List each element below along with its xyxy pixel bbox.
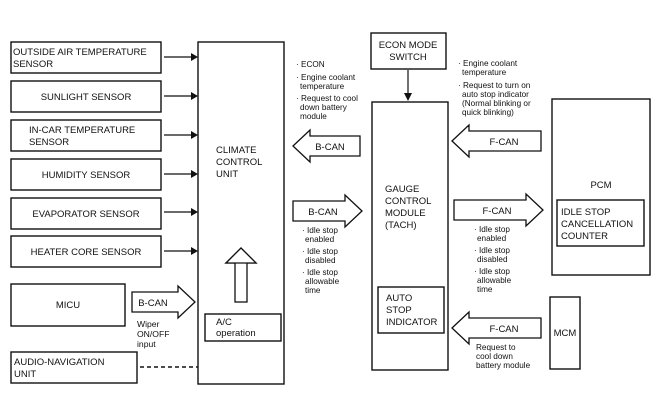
idle-right-line7: time	[477, 285, 493, 294]
idle-left-line4: disabled	[305, 256, 336, 265]
pcm-note-line6: quick blinking)	[462, 108, 514, 117]
mcm-label: MCM	[554, 328, 577, 339]
bcan-to-gauge-label: B-CAN	[308, 207, 338, 218]
auto-stop-line3: INDICATOR	[386, 317, 438, 328]
econ-note-line3: temperature	[300, 82, 345, 91]
gauge-line1: GAUGE	[385, 184, 419, 195]
fcan-to-pcm-label: F-CAN	[482, 206, 511, 217]
idle-left-line1: · Idle stop	[302, 226, 338, 235]
sensor-evaporator: EVAPORATOR SENSOR	[10, 197, 162, 230]
fcan-to-pcm-arrow-icon: F-CAN	[453, 192, 544, 228]
audio-nav-line2: UNIT	[14, 369, 36, 380]
bcan-to-climate-arrow-icon: B-CAN	[292, 128, 361, 164]
micu-note-line3: input	[137, 339, 156, 349]
econ-switch-line2: SWITCH	[389, 52, 427, 63]
idle-right-line1: · Idle stop	[474, 225, 510, 234]
pcm-note-line4: auto stop indicator	[462, 90, 529, 99]
ac-line1: A/C	[216, 317, 232, 328]
econ-down-arrow-icon	[404, 70, 412, 101]
idle-right-line6: allowable	[477, 276, 512, 285]
pcm-note-line1: · Engine coolant	[458, 59, 518, 68]
sensor-evaporator-label: EVAPORATOR SENSOR	[32, 209, 139, 220]
econ-note-line4: · Request to cool	[296, 94, 358, 103]
pcm-note-line2: temperature	[462, 68, 507, 77]
sensor-arrow-5-icon	[164, 208, 198, 216]
climate-unit-line3: UNIT	[216, 169, 238, 180]
climate-unit-line2: CONTROL	[216, 157, 262, 168]
pcm-counter-line2: CANCELLATION	[561, 219, 633, 230]
micu-bus-arrow-icon: B-CAN	[131, 284, 196, 320]
sensor-arrow-2-icon	[164, 92, 198, 100]
micu-note-line2: ON/OFF	[137, 329, 169, 339]
idle-right-line4: disabled	[477, 255, 508, 264]
idle-left-line5: · Idle stop	[302, 268, 338, 277]
fcan-to-gauge-arrow-icon: F-CAN	[451, 123, 542, 159]
sensor-humidity: HUMIDITY SENSOR	[10, 158, 162, 191]
idle-left-line3: · Idle stop	[302, 247, 338, 256]
sensor-humidity-label: HUMIDITY SENSOR	[42, 170, 131, 181]
pcm-counter-line1: IDLE STOP	[561, 207, 610, 218]
sensor-arrow-6-icon	[164, 247, 198, 255]
sensor-outside-air: OUTSIDE AIR TEMPERATURE SENSOR	[10, 41, 162, 74]
climate-unit-line1: CLIMATE	[216, 145, 256, 156]
idle-left-line2: enabled	[305, 235, 335, 244]
idle-right-line5: · Idle stop	[474, 267, 510, 276]
fcan-mcm-label: F-CAN	[489, 324, 518, 335]
bcan-to-climate-label: B-CAN	[315, 142, 345, 153]
audio-nav-box: AUDIO-NAVIGATION UNIT	[10, 351, 138, 384]
mcm-box: MCM	[549, 296, 581, 370]
auto-stop-indicator-box: AUTO STOP INDICATOR	[377, 286, 445, 334]
idle-right-line3: · Idle stop	[474, 246, 510, 255]
micu-box: MICU	[10, 283, 126, 327]
gauge-line3: MODULE	[385, 208, 426, 219]
sensor-arrow-4-icon	[164, 170, 198, 178]
pcm-note-line3: · Request to turn on	[458, 81, 531, 90]
micu-note-line1: Wiper	[137, 319, 160, 329]
mcm-note-line3: battery module	[476, 361, 531, 370]
ac-line2: operation	[216, 328, 256, 339]
sensor-in-car: IN-CAR TEMPERATURE SENSOR	[10, 119, 162, 152]
gauge-line4: (TACH)	[385, 220, 416, 231]
sensor-arrow-1-icon	[164, 53, 198, 61]
pcm-counter-line3: COUNTER	[561, 231, 608, 242]
auto-stop-line1: AUTO	[386, 293, 412, 304]
idle-left-line7: time	[305, 286, 321, 295]
sensor-heater-core: HEATER CORE SENSOR	[10, 235, 162, 268]
idle-right-line2: enabled	[477, 234, 507, 243]
pcm-note-line5: (Normal blinking or	[462, 99, 531, 108]
econ-note-line2: · Engine coolant	[296, 73, 356, 82]
pcm-box: PCM	[551, 98, 651, 276]
micu-bus-label: B-CAN	[138, 298, 168, 309]
climate-up-arrow-icon	[224, 247, 258, 303]
econ-switch-line1: ECON MODE	[379, 40, 438, 51]
econ-note-line5: down battery	[300, 103, 348, 112]
sensor-heater-core-label: HEATER CORE SENSOR	[31, 247, 142, 258]
sensor-in-car-line2: SENSOR	[29, 137, 69, 148]
sensor-sunlight: SUNLIGHT SENSOR	[10, 80, 162, 113]
ac-operation-box: A/C operation	[204, 313, 282, 342]
mcm-note-line1: Request to	[476, 343, 516, 352]
econ-note-line1: · ECON	[296, 60, 325, 69]
econ-note-line6: module	[300, 112, 327, 121]
idle-stop-counter-box: IDLE STOP CANCELLATION COUNTER	[556, 199, 645, 247]
sensor-outside-air-line2: SENSOR	[13, 59, 53, 70]
mcm-note-line2: cool down	[476, 352, 513, 361]
gauge-line2: CONTROL	[385, 196, 431, 207]
micu-label: MICU	[56, 300, 80, 311]
fcan-to-gauge-label: F-CAN	[489, 137, 518, 148]
bcan-to-gauge-arrow-icon: B-CAN	[292, 193, 363, 229]
pcm-label: PCM	[590, 180, 611, 191]
sensor-sunlight-label: SUNLIGHT SENSOR	[41, 92, 132, 103]
auto-stop-line2: STOP	[386, 305, 412, 316]
sensor-in-car-line1: IN-CAR TEMPERATURE	[29, 125, 135, 136]
sensor-arrow-3-icon	[164, 131, 198, 139]
idle-left-line6: allowable	[305, 277, 340, 286]
econ-mode-switch: ECON MODE SWITCH	[370, 32, 447, 70]
audio-nav-line1: AUDIO-NAVIGATION	[14, 357, 105, 368]
sensor-outside-air-line1: OUTSIDE AIR TEMPERATURE	[13, 47, 147, 58]
fcan-mcm-arrow-icon: F-CAN	[451, 310, 542, 346]
